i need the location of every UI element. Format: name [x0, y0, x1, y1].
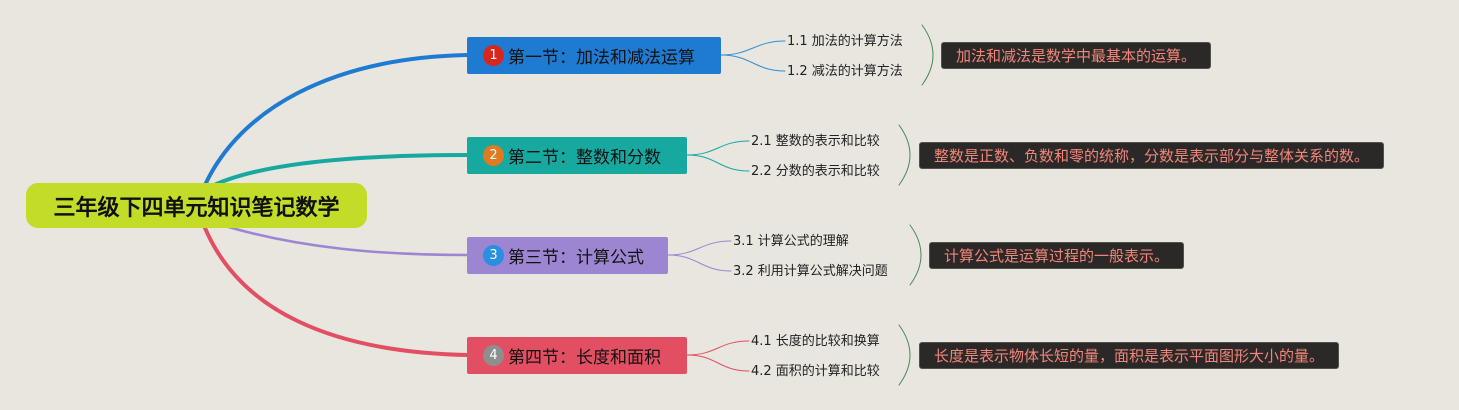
sub-line-3-2: [667, 254, 732, 272]
root-topic[interactable]: 三年级下四单元知识笔记数学: [26, 183, 367, 228]
sub-line-2-2: [686, 154, 750, 172]
section-2-topic[interactable]: 2 第二节：整数和分数: [467, 137, 687, 174]
section-1-sub-1[interactable]: 1.1 加法的计算方法: [787, 34, 903, 49]
section-4-note[interactable]: 长度是表示物体长短的量，面积是表示平面图形大小的量。: [919, 342, 1340, 369]
branch-line-1: [203, 53, 469, 187]
section-1-label: 第一节：加法和减法运算: [508, 48, 695, 68]
section-4-sub-2[interactable]: 4.2 面积的计算和比较: [751, 364, 880, 379]
section-4-label: 第四节：长度和面积: [508, 348, 661, 368]
summary-bracket-3: [909, 224, 922, 286]
sub-line-2-1: [686, 140, 750, 156]
section-1-topic[interactable]: 1 第一节：加法和减法运算: [467, 37, 721, 74]
sub-line-4-2: [686, 354, 750, 372]
sub-line-3-1: [667, 240, 732, 256]
section-1-sub-2[interactable]: 1.2 减法的计算方法: [787, 64, 903, 79]
section-3-sub-1[interactable]: 3.1 计算公式的理解: [733, 234, 849, 249]
section-4-number-badge: 4: [483, 345, 504, 366]
section-3-topic[interactable]: 3 第三节：计算公式: [467, 237, 668, 274]
section-2-sub-1[interactable]: 2.1 整数的表示和比较: [751, 134, 880, 149]
section-3-number-badge: 3: [483, 245, 504, 266]
section-1-note[interactable]: 加法和减法是数学中最基本的运算。: [941, 42, 1212, 69]
section-3-label: 第三节：计算公式: [508, 248, 644, 268]
section-3-note[interactable]: 计算公式是运算过程的一般表示。: [929, 242, 1185, 269]
branch-line-2: [208, 153, 469, 189]
section-1-number-badge: 1: [483, 45, 504, 66]
branch-line-4: [203, 226, 469, 357]
sub-line-4-1: [686, 340, 750, 356]
section-3-sub-2[interactable]: 3.2 利用计算公式解决问题: [733, 264, 888, 279]
sub-line-1-2: [720, 54, 786, 72]
section-2-sub-2[interactable]: 2.2 分数的表示和比较: [751, 164, 880, 179]
summary-bracket-4: [898, 324, 911, 386]
summary-bracket-1: [921, 24, 934, 86]
section-2-number-badge: 2: [483, 145, 504, 166]
section-2-note[interactable]: 整数是正数、负数和零的统称，分数是表示部分与整体关系的数。: [919, 142, 1385, 169]
section-4-sub-1[interactable]: 4.1 长度的比较和换算: [751, 334, 880, 349]
root-topic-label: 三年级下四单元知识笔记数学: [53, 195, 340, 221]
sub-line-1-1: [720, 40, 786, 56]
section-4-topic[interactable]: 4 第四节：长度和面积: [467, 337, 687, 374]
branch-line-3: [223, 224, 469, 257]
summary-bracket-2: [898, 124, 911, 186]
section-2-label: 第二节：整数和分数: [508, 148, 661, 168]
